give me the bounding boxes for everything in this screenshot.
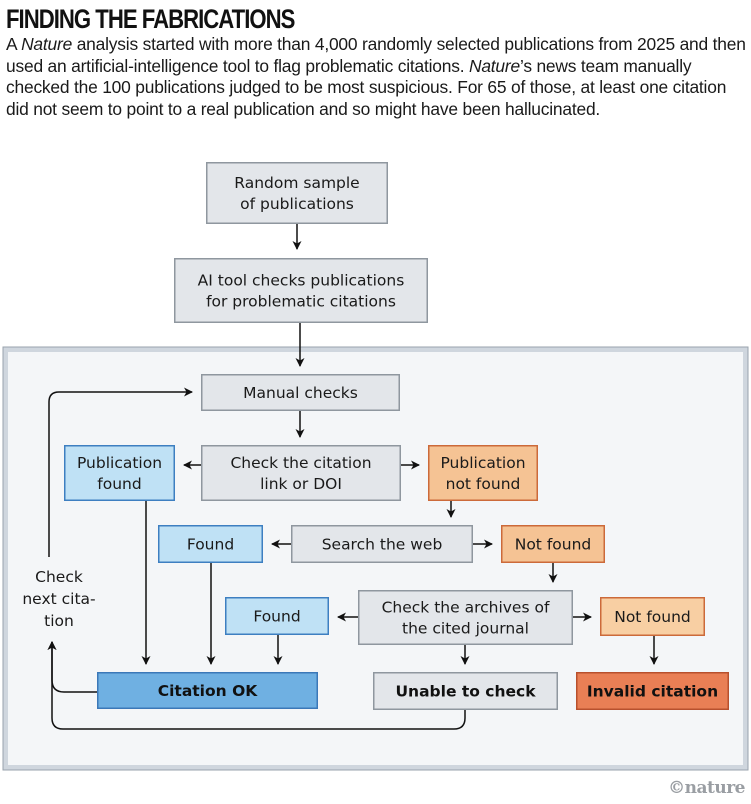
node-label: AI tool checks publications (198, 272, 405, 290)
arrow-loop-label-to-manual-checks (48, 387, 193, 557)
node-label: Search the web (322, 536, 443, 554)
node-found-web: Found (158, 525, 263, 563)
node-label: Publication (440, 454, 525, 472)
node-label: Manual checks (243, 384, 358, 402)
node-label: Citation OK (158, 682, 259, 700)
node-label: Publication (77, 454, 162, 472)
node-not-found-web: Not found (501, 525, 605, 563)
node-box (97, 672, 318, 709)
arrow-unable-to-check-to-loop-label (47, 641, 466, 730)
intro-italic-text: Nature (21, 34, 73, 54)
node-box (225, 597, 329, 635)
node-citation-ok: Citation OK (97, 672, 318, 709)
loop-label-check-next-citation: tion (44, 612, 74, 630)
node-label: link or DOI (260, 475, 342, 493)
node-label: Check the citation (230, 454, 371, 472)
node-box (501, 525, 605, 563)
node-invalid-citation: Invalid citation (576, 672, 729, 710)
node-label: Random sample (234, 174, 359, 192)
panel-outline (2, 346, 749, 771)
node-box (576, 672, 729, 710)
loop-label-check-next-citation: next cita- (22, 590, 95, 608)
node-label: Check the archives of (382, 599, 550, 617)
node-box (201, 374, 400, 411)
node-check-archives: Check the archives of the cited journal (358, 590, 573, 645)
node-label: Unable to check (395, 683, 536, 701)
node-label: Not found (515, 536, 592, 554)
node-box (158, 525, 263, 563)
node-random-sample: Random sample of publications (206, 162, 388, 224)
node-box (600, 597, 705, 636)
node-label: Not found (614, 608, 691, 626)
intro-paragraph: A Nature analysis started with more than… (6, 34, 746, 120)
node-check-link: Check the citation link or DOI (201, 445, 401, 501)
node-box (358, 590, 573, 645)
node-label: the cited journal (402, 620, 529, 638)
node-search-web: Search the web (291, 525, 473, 563)
node-box (174, 258, 428, 323)
intro-text: analysis started with more than 4,000 ra… (6, 34, 746, 76)
node-not-found-archives: Not found (600, 597, 705, 636)
node-box (428, 445, 538, 501)
node-box (206, 162, 388, 224)
node-box (64, 445, 175, 501)
node-label: Invalid citation (587, 683, 718, 701)
node-box (373, 672, 558, 710)
intro-italic-text: Nature (468, 55, 520, 76)
figure-title: FINDING THE FABRICATIONS (6, 4, 295, 34)
node-box (291, 525, 473, 563)
nodes: Random sample of publications AI tool chec… (22, 162, 729, 710)
loop-label-check-next-citation: Check (35, 568, 83, 586)
edges (47, 224, 659, 730)
node-publication-found: Publication found (64, 445, 175, 501)
node-publication-not-found: Publication not found (428, 445, 538, 501)
node-label: found (97, 475, 141, 493)
node-label: for problematic citations (206, 293, 396, 311)
node-manual-checks: Manual checks (201, 374, 400, 411)
node-ai-tool: AI tool checks publications for problemat… (174, 258, 428, 323)
node-label: not found (446, 475, 521, 493)
intro-text: A (6, 34, 22, 54)
node-unable-to-check: Unable to check (373, 672, 558, 710)
intro-text: ’s news team manually checked the 100 pu… (6, 55, 727, 119)
node-label: of publications (240, 195, 354, 213)
node-label: Found (187, 536, 234, 554)
nature-credit-logo: ©nature (668, 778, 745, 798)
node-found-archives: Found (225, 597, 329, 635)
node-label: Found (253, 608, 300, 626)
node-box (201, 445, 401, 501)
